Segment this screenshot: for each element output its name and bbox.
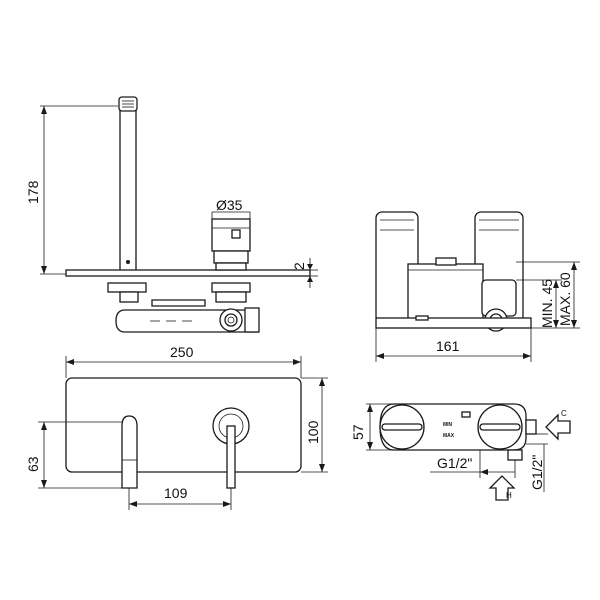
front-plate [65,377,302,473]
lever-front [226,425,236,489]
body-top-view: MIN MAX 57 G1/2" G1/2" C H [350,403,571,501]
dim-250: 250 [170,344,194,360]
body-bridge [151,299,206,307]
label-hot: H [506,491,512,500]
spout-body [119,104,137,272]
cold-connector [525,419,537,435]
side-view: 178 Ø35 2 [25,96,318,333]
dim-57: 57 [350,424,366,440]
dim-178: 178 [25,180,41,204]
dim-min-45: MIN. 45 [539,279,555,328]
hot-inlet-arrow [488,475,516,501]
base-plate [375,317,532,329]
wall-plate [65,269,311,277]
dim-max-60: MAX. 60 [557,272,573,326]
spout-screw [126,260,130,264]
spout-neck [119,291,139,303]
center-body [407,263,484,321]
dim-109: 109 [164,485,188,501]
dim-2: 2 [291,262,307,270]
embedded-body [115,309,259,333]
dim-161: 161 [436,338,460,354]
label-max: MAX [443,433,455,439]
dim-thread-vertical: G1/2" [529,455,545,490]
handle-neck [215,291,247,303]
hot-connector [507,449,523,461]
dim-thread-horizontal: G1/2" [437,455,472,471]
label-min: MIN [443,422,453,428]
handle-cap [211,218,251,252]
label-cold: C [561,409,567,418]
dim-100: 100 [305,420,321,444]
handle-mount [211,282,251,293]
dim-63: 63 [25,456,41,472]
spout-mount [107,282,147,293]
handle-notch [231,229,241,239]
cold-inlet-arrow [545,413,571,441]
dim-diameter-35: Ø35 [216,197,243,213]
spout-front [121,415,138,489]
handle-ring [213,250,249,264]
body-side-view: 161 MIN. 45 MAX. 60 [375,211,580,362]
front-view: 250 100 63 109 [25,344,328,510]
handle-base [215,262,247,271]
body-outlet [219,308,243,332]
